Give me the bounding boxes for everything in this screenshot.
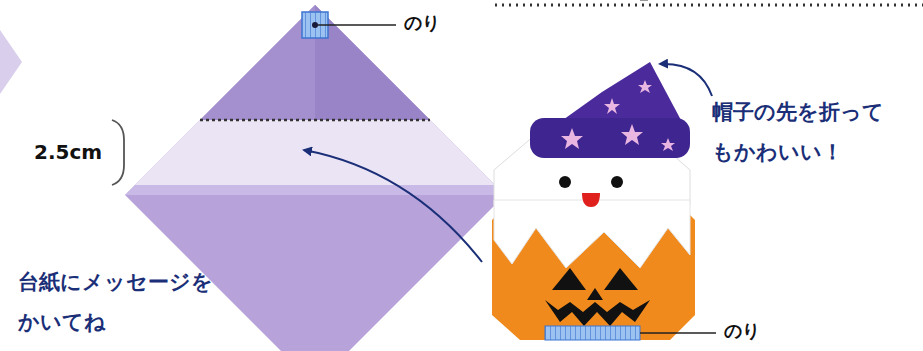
note-text: 台紙にメッセージを かいてね (18, 262, 233, 342)
dimension-label: 2.5cm (34, 140, 102, 164)
glue-label: のり (404, 11, 440, 35)
leader-line (318, 24, 396, 26)
leader-line (640, 332, 716, 334)
pumpkin-ghost-figure (492, 62, 695, 340)
edge-mark (640, 0, 648, 1)
note-text: 帽子の先を折って もかわいい！ (712, 92, 912, 172)
glue-label: のり (724, 319, 760, 343)
pointer-arrow (304, 150, 482, 262)
pointer-arrow (660, 64, 712, 96)
partial-paper (0, 30, 22, 94)
dimension-bracket (112, 120, 124, 185)
dotted-border (495, 4, 923, 7)
folded-paper (125, 5, 505, 351)
